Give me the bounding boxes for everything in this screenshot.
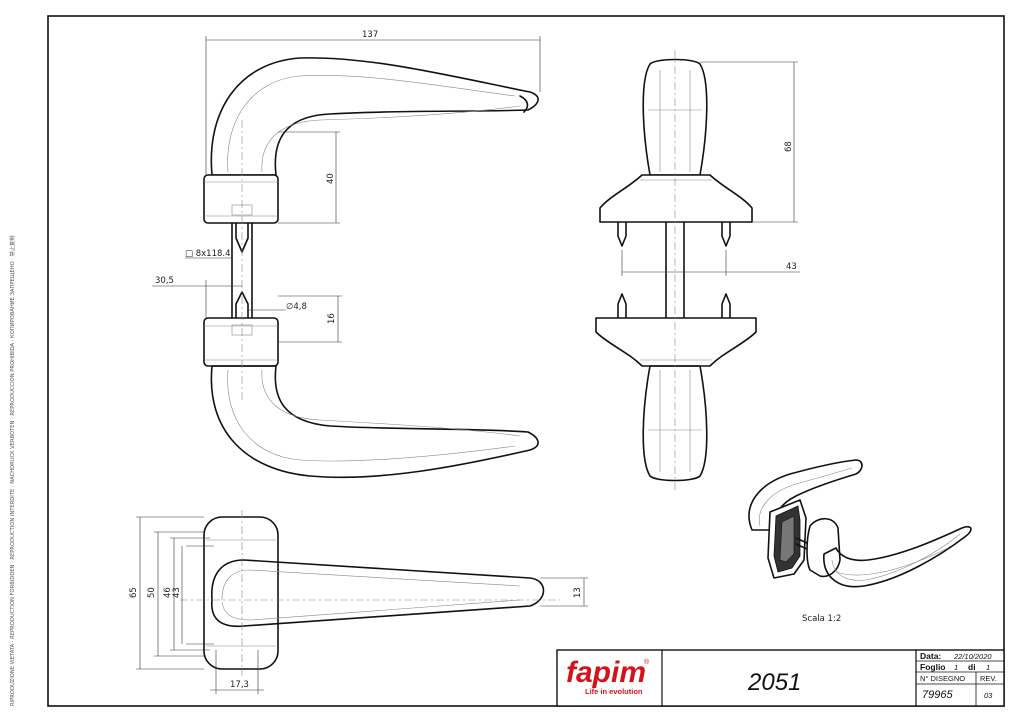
isometric-view [748,459,972,588]
dim-40: 40 [326,173,336,184]
drawing-number-label: N° DISEGNO [920,674,965,683]
dim-17-3: 17,3 [230,680,249,690]
side-view [595,50,757,490]
drawing-number-value: 79965 [922,689,953,701]
plan-view-dimensions: 65 50 46 43 13 17,3 [129,516,588,694]
sheet-of-value: 1 [986,663,990,672]
sheet-label: Foglio [920,662,946,672]
dim-43-side: 43 [786,262,797,272]
dim-65: 65 [129,587,139,598]
dim-13: 13 [573,587,583,598]
sheet-of-label: di [968,662,976,672]
dim-square-spindle: □ 8x118.4 [185,249,231,259]
dim-43-bottom: 43 [172,587,182,598]
dim-46: 46 [163,587,173,598]
brand-registered-mark: ® [644,658,650,666]
plan-view [180,510,560,676]
date-value: 22/10/2020 [953,652,992,661]
side-view-dimensions: 68 43 [621,61,800,276]
drawing-border [47,15,1005,707]
front-view [203,57,539,479]
dim-68: 68 [784,141,794,152]
date-label: Data: [920,651,941,661]
title-block: fapim ® Life in evolution 2051 Data: 22/… [556,649,1005,707]
brand-tagline: Life in evolution [585,687,643,696]
side-watermark: RIPRODUZIONE VIETATA · REPRODUCTION FORB… [8,236,16,706]
front-view-dimensions: 137 40 □ 8x118.4 30,5 ∅4,8 16 [152,30,541,343]
brand-logo: fapim [566,656,646,689]
sheet-value: 1 [954,663,958,672]
dim-50: 50 [147,587,157,598]
dim-diameter-4-8: ∅4,8 [286,302,307,312]
revision-value: 03 [984,691,993,700]
scale-label: Scala 1:2 [802,614,841,624]
dim-16: 16 [327,313,337,324]
model-number: 2051 [747,669,801,696]
dim-30-5: 30,5 [155,276,174,286]
dim-137: 137 [362,30,378,40]
revision-label: REV. [980,674,997,683]
